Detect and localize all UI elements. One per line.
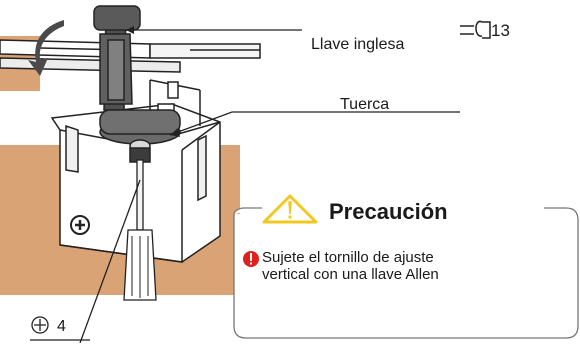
side-screw-icon	[70, 215, 90, 235]
wrench-label: Llave inglesa	[311, 36, 405, 53]
wrench-size-icon	[460, 20, 491, 39]
bracket-box	[50, 79, 221, 263]
nut-label: Tuerca	[340, 96, 390, 113]
warning-triangle-icon	[262, 194, 318, 224]
rotation-arrow-icon	[28, 20, 64, 76]
caution-text: Sujete el tornillo de ajuste vertical co…	[262, 249, 439, 283]
caution-line-1: Sujete el tornillo de ajuste	[262, 249, 434, 266]
wrench-arrowhead	[126, 26, 134, 34]
alert-icon	[243, 251, 259, 267]
caution-title: Precaución	[329, 199, 448, 224]
caution-line-2: vertical con una llave Allen	[262, 266, 439, 283]
screwdriver-size-label: 4	[57, 318, 66, 335]
cross-screw-size-icon	[31, 316, 49, 334]
wrench-icon	[93, 5, 181, 163]
screwdriver-icon	[123, 159, 157, 301]
caution-panel	[233, 207, 579, 339]
wrench-size-label: 13	[491, 21, 510, 40]
leader-lines	[30, 29, 460, 344]
nut-arrowhead	[170, 128, 180, 137]
